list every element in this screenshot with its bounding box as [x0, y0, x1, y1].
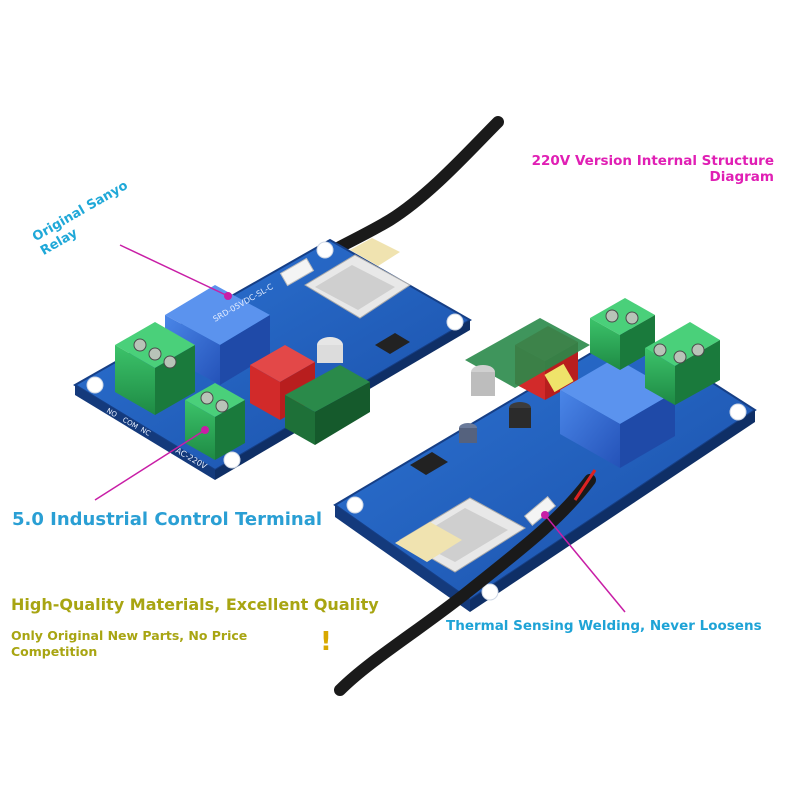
- left-wifi-module: [304, 238, 411, 319]
- relay-callout-line: [119, 244, 229, 297]
- right-wifi-module: [395, 497, 526, 573]
- terminal-callout-line: [94, 429, 206, 501]
- right-relay: [560, 358, 675, 468]
- right-capacitors: [459, 365, 531, 443]
- sensor-cable-bottom: [334, 474, 596, 696]
- quality-label: High-Quality Materials, Excellent Qualit…: [11, 595, 379, 614]
- exclamation-mark: !: [320, 627, 332, 657]
- left-terminal-block: [115, 322, 195, 415]
- parts-label: Only Original New Parts, No Price Compet…: [11, 628, 248, 659]
- right-terminal-block-top: [590, 298, 655, 370]
- thermal-label: Thermal Sensing Welding, Never Loosens: [446, 618, 762, 634]
- right-terminal-block-bottom: [645, 322, 720, 405]
- terminal-label: 5.0 Industrial Control Terminal: [12, 509, 323, 530]
- right-board: [333, 298, 757, 612]
- ac-terminal-block: [185, 383, 245, 460]
- diagram-title: 220V Version Internal Structure Diagram: [531, 153, 774, 185]
- left-board: SRD-05VDC-SL-C: [73, 238, 472, 480]
- thermal-callout-line: [544, 514, 626, 613]
- left-power-module: [285, 365, 370, 445]
